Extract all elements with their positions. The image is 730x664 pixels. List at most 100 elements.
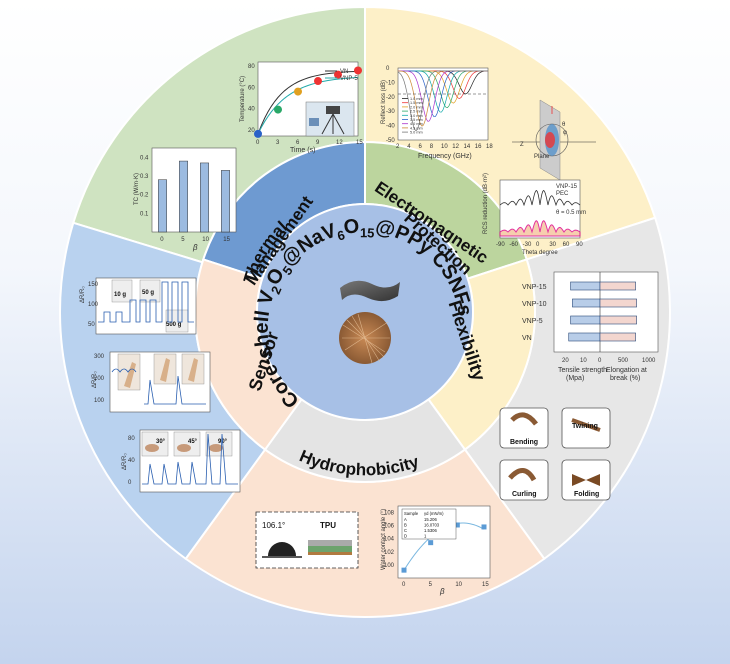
flex-category: VNP-5 [522, 318, 543, 325]
temp-xtick: 0 [256, 140, 260, 146]
elongation-unit: break (%) [610, 375, 640, 382]
elongation-bar [599, 332, 636, 342]
table-cell: 15.206 [424, 517, 437, 522]
wca-ytick: 102 [384, 550, 395, 556]
bending-caption: Bending [510, 439, 538, 446]
flex-category: VNP-10 [522, 301, 547, 308]
rl-legend-item: 3.5 mm [410, 118, 423, 122]
rl-ytick: 0 [386, 66, 390, 72]
rcs-xtick: -30 [523, 242, 532, 248]
sensor-panel-finger: ΔR/R₀ 300 200 100 [92, 351, 211, 413]
sensor-ylabel-3: ΔR/R₀ [122, 453, 128, 470]
sensor-p1-tick-1: 150 [88, 282, 99, 288]
tpu-label: TPU [320, 521, 336, 530]
temp-point [334, 70, 342, 79]
flex-photos: Bending Twining Curling Folding [499, 407, 611, 501]
tensile-label: Tensile strength [558, 367, 607, 374]
rl-xtick: 6 [419, 144, 423, 150]
plane-label: Plane [534, 154, 550, 160]
curling-caption: Curling [512, 491, 537, 498]
tc-xtick: 0 [160, 237, 164, 243]
tc-ylabel: TC (W/m·K) [134, 173, 140, 205]
temp-xtick: 3 [276, 140, 280, 146]
rl-xtick: 18 [486, 144, 493, 150]
sensor-p2-tick-2: 200 [94, 376, 105, 382]
z-axis-label: Z [520, 142, 524, 148]
tc-ytick: 0.3 [140, 174, 149, 180]
wca-xtick: 10 [455, 582, 462, 588]
sensor-p3-tick-2: 40 [128, 458, 135, 464]
tc-ytick: 0.1 [140, 211, 149, 217]
wca-xtick: 15 [482, 582, 489, 588]
rl-xtick: 4 [407, 144, 411, 150]
temp-ytick: 20 [248, 128, 255, 134]
rl-ytick: -50 [386, 138, 395, 144]
tc-bar [158, 179, 167, 233]
elongation-tick: 500 [618, 358, 629, 364]
fiber-strands [342, 313, 390, 364]
temp-point [294, 87, 302, 96]
wca-point [454, 522, 460, 528]
temp-point [314, 77, 322, 86]
weight-500g: 500 g [166, 322, 182, 328]
temp-ytick: 40 [248, 107, 255, 113]
weight-50g: 50 g [142, 290, 154, 296]
rl-legend-item: 2.0 mm [410, 105, 423, 109]
sensor-ylabel-1: ΔR/R₀ [80, 286, 86, 303]
rl-legend-item: 1.0 mm [410, 97, 423, 101]
wca-point [401, 567, 407, 573]
angle-45: 45° [188, 439, 198, 445]
tensile-bar [570, 281, 601, 291]
tc-xtick: 15 [223, 237, 230, 243]
rl-legend-item: 4.5 mm [410, 126, 423, 130]
wca-ytick: 108 [384, 511, 395, 517]
temp-xtick: 12 [336, 140, 343, 146]
tensile-unit: (Mpa) [566, 375, 584, 382]
wca-ytick: 100 [384, 563, 395, 569]
tc-xtick: 10 [202, 237, 209, 243]
wca-point [481, 524, 487, 530]
twining-photo [561, 407, 611, 449]
temp-legend-2: VNP-5 [340, 76, 358, 82]
rl-ytick: -10 [386, 80, 395, 86]
sensor-p2-tick-3: 100 [94, 398, 105, 404]
rcs-xlabel: Theta degree [522, 250, 558, 256]
temp-ylabel: Temperature (°C) [240, 76, 246, 122]
contact-angle-photo: 106.1° TPU [255, 511, 359, 569]
tc-bar [221, 170, 230, 233]
tc-bar [179, 160, 188, 233]
table-cell: B [404, 523, 407, 528]
folding-caption: Folding [574, 491, 599, 498]
rl-xtick: 12 [452, 144, 459, 150]
tc-bar [200, 162, 209, 233]
temp-xlabel: Time (s) [290, 147, 315, 154]
sensor-panel-bending: 30° 45° 90° ΔR/R₀ 80 40 0 [122, 429, 241, 493]
nanosheet-image [340, 280, 400, 302]
table-cell: 16.0703 [424, 523, 440, 528]
elongation-bar [599, 315, 637, 325]
rl-xtick: 16 [475, 144, 482, 150]
phi-label: φ [563, 130, 567, 136]
rl-xlabel: Frequency (GHz) [418, 153, 472, 160]
sensor-ylabel-2: ΔR/R₀ [92, 371, 98, 388]
rcs-xtick: -60 [509, 242, 518, 248]
tensile-tick: 20 [562, 358, 569, 364]
sensor-panel-weights: 10 g 50 g 500 g ΔR/R₀ 150 100 50 [80, 277, 197, 335]
elongation-tick: 1000 [642, 358, 656, 364]
wca-xtick: 5 [429, 582, 433, 588]
rcs-legend-1: VNP-15 [556, 184, 578, 190]
table-header-1: Sample [404, 511, 419, 516]
tensile-bar [568, 332, 601, 342]
theta-label: θ [562, 122, 566, 128]
tensile-bar [570, 315, 601, 325]
tensile-tick: 0 [598, 358, 602, 364]
sensor-p2-tick-1: 300 [94, 354, 105, 360]
tc-xtick: 5 [181, 237, 185, 243]
rcs-xtick: 0 [536, 242, 540, 248]
